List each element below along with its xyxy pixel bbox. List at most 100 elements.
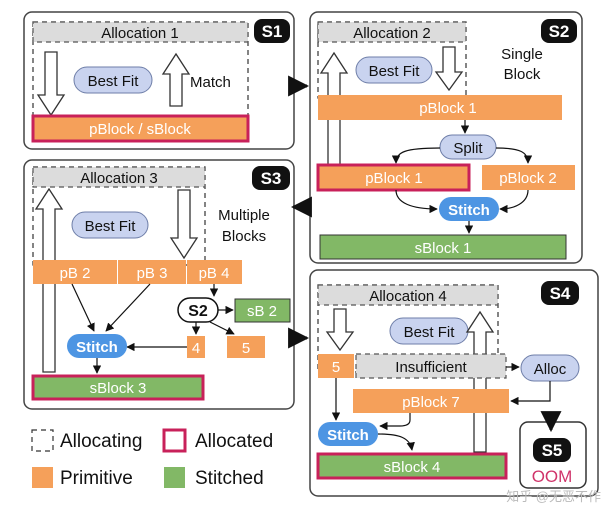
pblock-sblock-allocated [31, 114, 250, 143]
badge-s1-label: S1 [262, 22, 283, 41]
stitch-pill-s3 [67, 334, 127, 358]
legend-primitive-label: Primitive [60, 468, 133, 489]
best-fit-pill-s3 [71, 211, 149, 239]
up-arrow-icon [161, 52, 191, 107]
badge-s2 [541, 19, 577, 43]
legend-allocating-swatch [31, 429, 54, 452]
best-fit-label-s4: Best Fit [404, 324, 456, 341]
multiple-blocks-note-line2: Blocks [222, 228, 266, 245]
legend-allocating-label: Allocating [60, 431, 142, 452]
split-pill [439, 134, 497, 160]
badge-s4 [541, 281, 579, 305]
pb-4-label: pB 4 [199, 265, 230, 282]
single-block-note-line1: Single [501, 46, 543, 63]
legend-stitched-swatch [164, 467, 185, 488]
down-arrow-icon [169, 189, 199, 260]
multiple-blocks-note-line1: Multiple [218, 207, 270, 224]
sblock-4-label: sBlock 4 [384, 459, 441, 476]
pblock-2 [482, 165, 575, 190]
stitch-arrow-left [395, 189, 438, 214]
allocation-4-label: Allocation 4 [369, 288, 447, 305]
arrow-pb3-to-stitch [105, 283, 151, 332]
oom-label: OOM [532, 467, 573, 486]
allocation-3-bar [32, 166, 206, 188]
arrow-to-sblock-4 [377, 433, 415, 451]
allocation-3-label: Allocation 3 [80, 170, 158, 187]
allocating-region-s1 [32, 21, 249, 121]
up-arrow-icon [465, 310, 495, 453]
best-fit-pill-s2 [355, 56, 433, 84]
watermark: 知乎 @无恶不作 [506, 489, 601, 504]
pb-4 [187, 260, 242, 284]
panel-s3: Allocation 3 S3 Best Fit Multiple Blocks… [23, 159, 295, 410]
pblock-1-top [318, 95, 562, 120]
sb-2 [234, 298, 291, 323]
allocation-4-bar [317, 284, 499, 306]
legend-stitched-label: Stitched [195, 468, 264, 489]
fragment-5 [227, 336, 265, 358]
legend-allocated-swatch [162, 428, 187, 453]
insufficient-label: Insufficient [395, 359, 467, 376]
sblock-3-allocated [31, 374, 205, 401]
legend-allocated-label: Allocated [195, 431, 273, 452]
down-arrow-icon [434, 46, 464, 92]
stitch-label-s3: Stitch [76, 339, 118, 356]
stitch-label-s4: Stitch [327, 427, 369, 444]
badge-s3-label: S3 [261, 169, 282, 188]
pblock-1-top-label: pBlock 1 [419, 100, 477, 117]
badge-s2-label: S2 [549, 22, 570, 41]
arrow-pb2-to-stitch [71, 283, 95, 332]
best-fit-label-s1: Best Fit [88, 73, 140, 90]
sblock-4-allocated [316, 452, 508, 480]
down-arrow-icon [36, 51, 66, 117]
pb-3-label: pB 3 [137, 265, 168, 282]
badge-s5 [533, 438, 571, 462]
panel-s2: Allocation 2 S2 Best Fit Single Block pB… [309, 11, 583, 264]
pb-3 [118, 260, 186, 284]
allocation-1-bar [32, 21, 249, 43]
fragment-4-label: 4 [192, 340, 200, 357]
sblock-3-label: sBlock 3 [90, 380, 147, 397]
sb-2-label: sB 2 [247, 303, 277, 320]
insufficient-bar [355, 353, 507, 379]
badge-s3 [252, 166, 290, 190]
pblock-7-label: pBlock 7 [402, 394, 460, 411]
best-fit-label-s2: Best Fit [369, 63, 421, 80]
panel-s5: S5 OOM [519, 411, 587, 489]
arrow-alloc-to-pblock-7 [510, 381, 551, 406]
legend: Allocating Allocated Primitive Stitched [31, 428, 273, 489]
split-arrow-left [391, 147, 441, 164]
badge-s4-label: S4 [550, 284, 571, 303]
pblock-2-label: pBlock 2 [499, 170, 557, 187]
pblock-1-allocated [316, 163, 471, 192]
arrow-to-fragment-5 [209, 321, 235, 335]
panel-s1: Allocation 1 S1 Best Fit Match pBlock / … [23, 11, 295, 150]
best-fit-pill-s1 [73, 66, 153, 94]
single-block-note-line2: Block [504, 66, 541, 83]
best-fit-label-s3: Best Fit [85, 218, 137, 235]
split-label: Split [453, 140, 483, 157]
pblock-sblock-label: pBlock / sBlock [89, 121, 191, 138]
stitch-arrow-right [499, 189, 529, 214]
badge-s5-label: S5 [542, 441, 563, 460]
allocation-1-label: Allocation 1 [101, 25, 179, 42]
fragment-5-s4 [318, 354, 354, 378]
pblock-1-label: pBlock 1 [365, 170, 423, 187]
stitch-label-s2: Stitch [448, 202, 490, 219]
fragment-5-label: 5 [242, 340, 250, 357]
alloc-label: Alloc [534, 361, 567, 378]
stitch-pill-s4 [318, 422, 378, 446]
sblock-1-label: sBlock 1 [415, 240, 472, 257]
split-arrow-right [495, 147, 533, 164]
pb-2-label: pB 2 [60, 265, 91, 282]
fragment-5-s4-label: 5 [332, 359, 340, 376]
down-arrow-icon [325, 308, 355, 352]
stitch-pill-s2 [439, 197, 499, 221]
pb-2 [33, 260, 117, 284]
s2-reference-label: S2 [188, 303, 208, 320]
allocation-2-bar [317, 21, 467, 43]
legend-primitive-swatch [32, 467, 53, 488]
allocation-2-label: Allocation 2 [353, 25, 431, 42]
sblock-1 [319, 234, 567, 260]
